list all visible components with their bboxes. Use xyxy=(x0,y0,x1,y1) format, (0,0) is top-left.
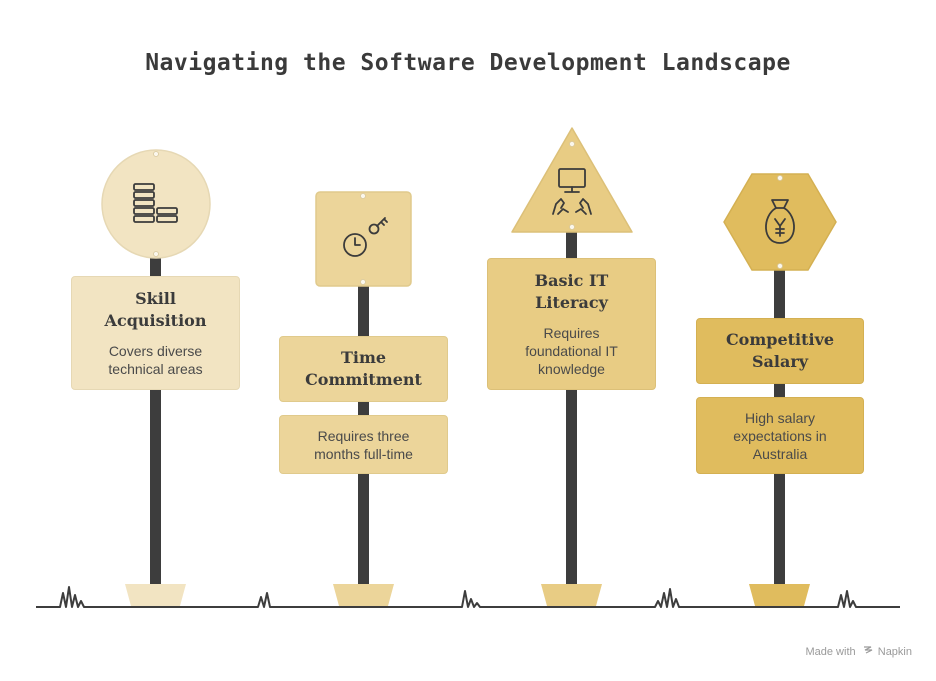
pole-base-2 xyxy=(333,584,394,606)
pole-base-1 xyxy=(125,584,186,606)
sign-panel-competitive-salary-heading: Competitive Salary xyxy=(696,318,864,384)
sign-description: Requires three months full-time xyxy=(314,427,413,462)
sign-panel-competitive-salary-description: High salary expectations in Australia xyxy=(696,397,864,474)
sign-description: High salary expectations in Australia xyxy=(733,409,827,462)
sign-panel-basic-it-literacy: Basic IT Literacy Requires foundational … xyxy=(487,258,656,390)
sign-top-triangle xyxy=(511,127,633,233)
pole-3 xyxy=(566,225,577,585)
sign-heading: Competitive Salary xyxy=(725,330,835,371)
books-stack-icon xyxy=(133,183,178,223)
sign-panel-time-commitment-heading: Time Commitment xyxy=(279,336,448,402)
sign-heading: Skill Acquisition xyxy=(104,289,207,330)
credit-brand: Napkin xyxy=(877,646,912,658)
computer-hands-icon xyxy=(552,168,592,215)
sign-heading: Time Commitment xyxy=(305,348,422,389)
sign-description: Covers diverse technical areas xyxy=(108,343,203,377)
pole-1 xyxy=(150,250,161,585)
sign-panel-time-commitment-description: Requires three months full-time xyxy=(279,415,448,474)
sign-panel-skill-acquisition: Skill Acquisition Covers diverse technic… xyxy=(71,276,240,390)
ground-line xyxy=(36,586,900,608)
sign-top-circle xyxy=(101,149,211,259)
sign-heading: Basic IT Literacy xyxy=(534,271,609,312)
pole-base-3 xyxy=(541,584,602,606)
page-title: Navigating the Software Development Land… xyxy=(145,50,791,76)
sign-top-hexagon xyxy=(723,173,837,271)
napkin-logo-icon xyxy=(863,645,873,658)
napkin-credit[interactable]: Made with Napkin xyxy=(805,645,912,658)
credit-prefix: Made with xyxy=(805,646,856,658)
clock-key-icon xyxy=(343,217,388,257)
pole-base-4 xyxy=(749,584,810,606)
sign-description: Requires foundational IT knowledge xyxy=(525,325,618,377)
money-bag-icon xyxy=(765,199,795,244)
